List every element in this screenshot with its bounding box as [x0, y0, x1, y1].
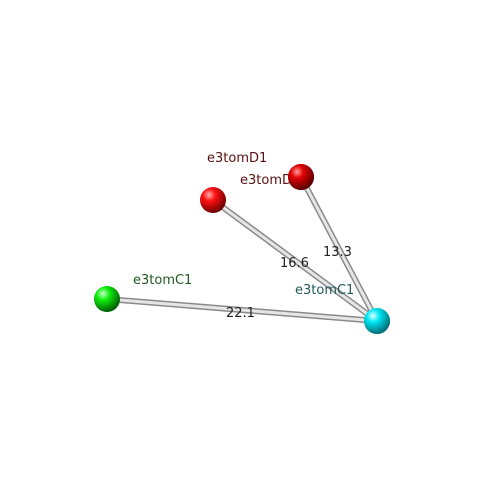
bond-green-c1 [104, 296, 380, 324]
atom-label-green: e3tomC1 [133, 273, 192, 288]
atom-label-d2: e3tomD [240, 173, 292, 188]
atom-sphere-d2-front [288, 164, 314, 190]
distance-label-d1-c1: 16.6 [280, 256, 309, 271]
distance-label-green-c1: 22.1 [226, 306, 255, 321]
atom-label-d1: e3tomD1 [207, 151, 267, 166]
distance-bonds [104, 174, 380, 324]
atom-sphere-d1[interactable] [200, 187, 226, 213]
atom-sphere-cyan-front [364, 308, 390, 334]
atom-sphere-green[interactable] [94, 286, 120, 312]
bond-d1-c1 [210, 197, 380, 324]
atom-label-cyan: e3tomC1 [295, 283, 354, 298]
bond-d2-c1 [298, 174, 380, 324]
distance-label-d2-c1: 13.3 [323, 245, 352, 260]
